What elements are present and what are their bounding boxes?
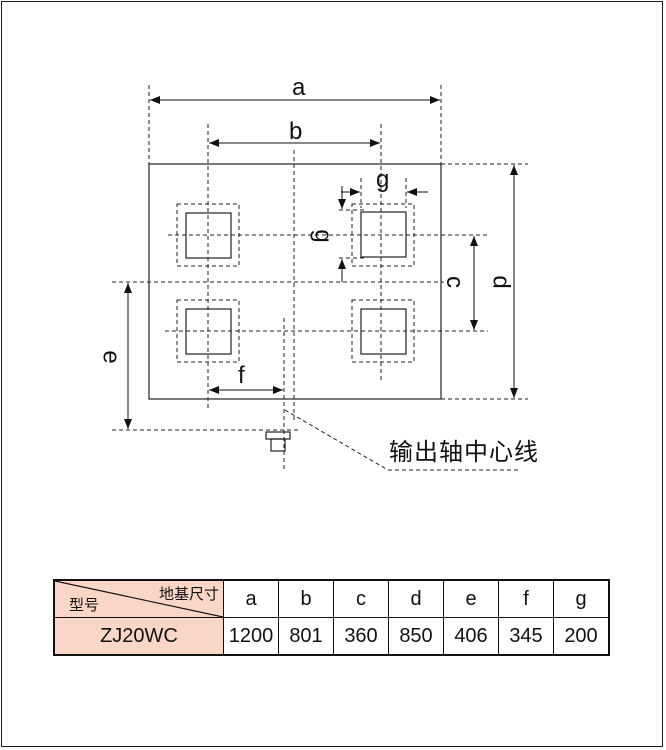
anchor-pocket-top-right bbox=[351, 203, 415, 267]
model-cell: ZJ20WC bbox=[53, 617, 224, 656]
column-header-f: f bbox=[498, 579, 554, 618]
dim-label-g-horizontal: g bbox=[376, 166, 390, 193]
dim-label-b: b bbox=[289, 118, 303, 145]
corner-diagonal bbox=[55, 581, 223, 617]
dim-label-d: d bbox=[487, 275, 515, 289]
column-header-e: e bbox=[443, 579, 499, 618]
anchor-pocket-top-left bbox=[176, 203, 240, 267]
dim-label-c: c bbox=[441, 276, 468, 288]
value-g: 200 bbox=[553, 617, 610, 656]
dim-label-e: e bbox=[97, 350, 125, 364]
anchor-pocket-bottom-right bbox=[351, 299, 415, 363]
output-shaft-symbol bbox=[265, 431, 291, 452]
column-header-d: d bbox=[388, 579, 444, 618]
value-c: 360 bbox=[333, 617, 389, 656]
value-b: 801 bbox=[278, 617, 334, 656]
anchor-pocket-bottom-left bbox=[176, 299, 240, 363]
column-header-a: a bbox=[223, 579, 279, 618]
value-e: 406 bbox=[443, 617, 499, 656]
table-header-model: 型号 bbox=[69, 597, 100, 614]
value-d: 850 bbox=[388, 617, 444, 656]
column-header-c: c bbox=[333, 579, 389, 618]
table-corner-cell: 地基尺寸 型号 bbox=[53, 579, 224, 618]
table-header-foundation-size: 地基尺寸 bbox=[158, 586, 219, 603]
table-row: ZJ20WC 1200 801 360 850 406 345 200 bbox=[53, 617, 610, 656]
dim-label-a: a bbox=[292, 74, 306, 101]
table-header-row: 地基尺寸 型号 a b c d e f g bbox=[53, 579, 610, 618]
column-header-b: b bbox=[278, 579, 334, 618]
output-shaft-centerline-label: 输出轴中心线 bbox=[389, 438, 539, 466]
dim-label-g-vertical: g bbox=[309, 229, 337, 243]
dim-label-f: f bbox=[238, 362, 245, 389]
value-a: 1200 bbox=[223, 617, 279, 656]
column-header-g: g bbox=[553, 579, 610, 618]
foundation-dimension-table: 地基尺寸 型号 a b c d e f g ZJ20WC 1200 801 36… bbox=[53, 579, 610, 656]
value-f: 345 bbox=[498, 617, 554, 656]
